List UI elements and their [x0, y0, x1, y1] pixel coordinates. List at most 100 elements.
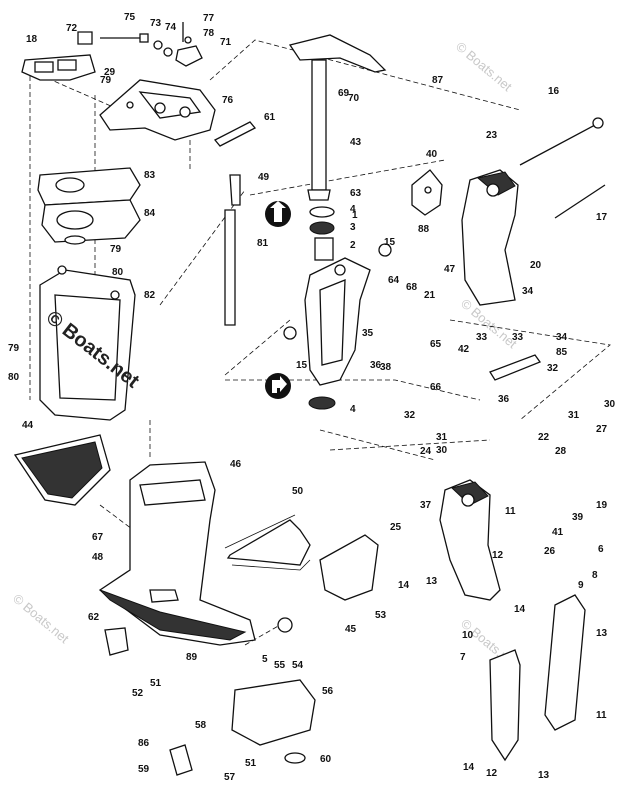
- callout-34-repeat: 34: [556, 332, 568, 343]
- watermark-top-right: © Boats.net: [453, 39, 515, 95]
- callout-33: 33: [512, 332, 524, 343]
- link-61: [213, 121, 257, 147]
- callout-9: 9: [578, 580, 584, 591]
- callout-82: 82: [144, 290, 156, 301]
- callout-15-repeat: 15: [296, 360, 308, 371]
- callout-30-repeat: 30: [436, 445, 448, 456]
- top-hardware: [77, 22, 203, 67]
- callout-59: 59: [138, 764, 150, 775]
- gasket-plate-18: [21, 54, 96, 81]
- callout-51: 51: [150, 678, 162, 689]
- callout-84: 84: [144, 208, 156, 219]
- watermark-bottom-left: © Boats.net: [10, 591, 72, 647]
- callout-52: 52: [132, 688, 144, 699]
- tilt-rod-16-17: [519, 117, 606, 219]
- callout-77: 77: [203, 13, 215, 24]
- callout-45: 45: [345, 624, 357, 635]
- callout-80-repeat: 80: [8, 372, 20, 383]
- callout-64: 64: [388, 275, 400, 286]
- callout-54: 54: [292, 660, 304, 671]
- callout-38: 38: [380, 362, 392, 373]
- callout-15: 15: [384, 237, 396, 248]
- plate-40: [411, 169, 443, 216]
- callout-85: 85: [556, 347, 568, 358]
- callout-12: 12: [492, 550, 504, 561]
- callout-62: 62: [88, 612, 100, 623]
- callout-58: 58: [195, 720, 207, 731]
- callout-3: 3: [350, 222, 356, 233]
- callout-88: 88: [418, 224, 430, 235]
- callout-5: 5: [262, 654, 268, 665]
- callout-27: 27: [596, 424, 608, 435]
- callout-66: 66: [430, 382, 442, 393]
- callout-55: 55: [274, 660, 286, 671]
- callout-4-repeat: 4: [350, 404, 356, 415]
- callout-29: 29: [104, 67, 116, 78]
- callout-10: 10: [462, 630, 474, 641]
- callout-numbers: 1234567891011121314151617181920212223242…: [8, 12, 616, 783]
- callout-70: 70: [348, 93, 360, 104]
- callout-30: 30: [604, 399, 616, 410]
- water-tube-81: [224, 174, 241, 326]
- cover-plate-44: [13, 434, 111, 506]
- callout-20: 20: [530, 260, 542, 271]
- callout-17: 17: [596, 212, 608, 223]
- callout-72: 72: [66, 23, 78, 34]
- callout-32-repeat: 32: [404, 410, 416, 421]
- callout-14: 14: [398, 580, 410, 591]
- driveshaft-housing-82: [39, 265, 136, 421]
- steering-shaft-43: [288, 34, 387, 201]
- callout-48: 48: [92, 552, 104, 563]
- callout-32: 32: [547, 363, 559, 374]
- callout-87: 87: [432, 75, 444, 86]
- callout-60: 60: [320, 754, 332, 765]
- callout-74: 74: [165, 22, 177, 33]
- up-arrow-icon: [265, 201, 291, 227]
- callout-61: 61: [264, 112, 276, 123]
- callout-44: 44: [22, 420, 34, 431]
- callout-83: 83: [144, 170, 156, 181]
- callout-43: 43: [350, 137, 362, 148]
- callout-2: 2: [350, 240, 356, 251]
- callout-57: 57: [224, 772, 236, 783]
- callout-51-repeat: 51: [245, 758, 257, 769]
- swivel-bracket-2: [304, 257, 371, 386]
- callout-13: 13: [426, 576, 438, 587]
- callout-65: 65: [430, 339, 442, 350]
- callout-89: 89: [186, 652, 198, 663]
- callout-69: 69: [338, 88, 350, 99]
- callout-16: 16: [548, 86, 560, 97]
- callout-46: 46: [230, 459, 242, 470]
- right-arrow-icon: [265, 373, 291, 399]
- callout-37: 37: [420, 500, 432, 511]
- callout-36-repeat: 36: [498, 394, 510, 405]
- callout-25: 25: [390, 522, 402, 533]
- callout-71: 71: [220, 37, 232, 48]
- callout-21: 21: [424, 290, 436, 301]
- callout-75: 75: [124, 12, 136, 23]
- callout-4: 4: [350, 204, 356, 215]
- callout-79-repeat: 79: [100, 75, 112, 86]
- clamp-bracket-24: [439, 479, 501, 601]
- callout-68: 68: [406, 282, 418, 293]
- callout-13-repeat: 13: [538, 770, 550, 781]
- clamp-bracket-23: [461, 169, 519, 306]
- callout-35: 35: [362, 328, 374, 339]
- top-bracket-76: [99, 79, 216, 141]
- lower-unit-46-89: [98, 461, 256, 646]
- callout-49: 49: [258, 172, 270, 183]
- callout-14-repeat: 14: [463, 762, 475, 773]
- callout-76: 76: [222, 95, 234, 106]
- callout-50: 50: [292, 486, 304, 497]
- callout-41: 41: [552, 527, 564, 538]
- callout-13-repeat: 13: [596, 628, 608, 639]
- callout-26: 26: [544, 546, 556, 557]
- callout-73: 73: [150, 18, 162, 29]
- callout-79-repeat: 79: [8, 343, 20, 354]
- callout-23: 23: [486, 130, 498, 141]
- callout-31: 31: [568, 410, 580, 421]
- callout-86: 86: [138, 738, 150, 749]
- callout-8: 8: [592, 570, 598, 581]
